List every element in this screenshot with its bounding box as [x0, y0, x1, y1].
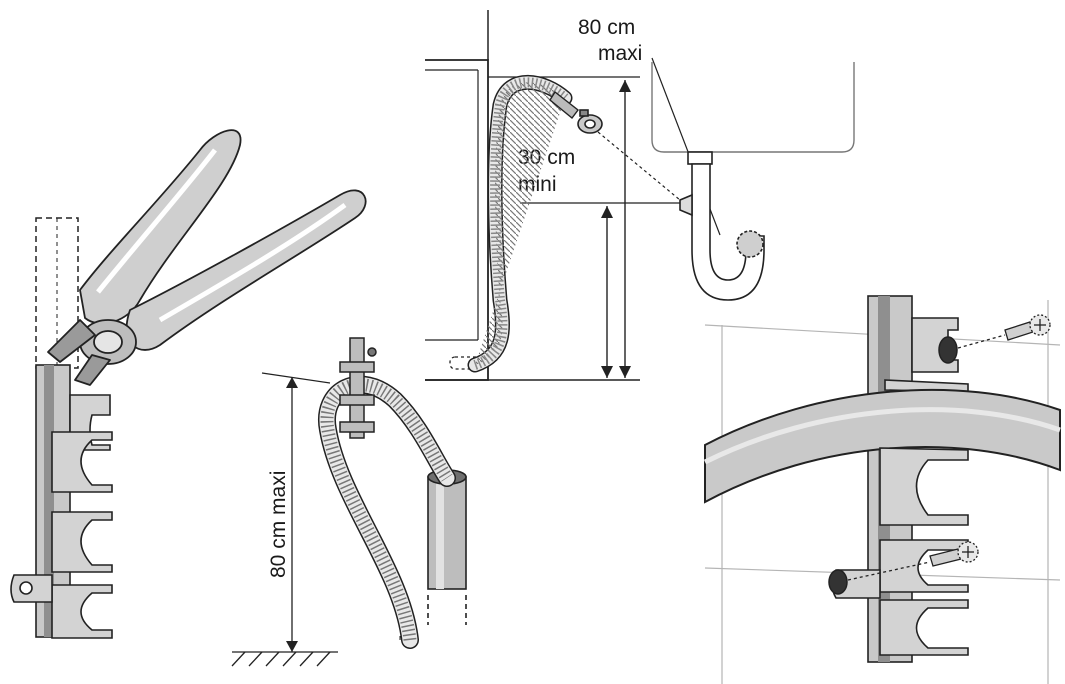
- sink-basin: [651, 62, 855, 153]
- label-maxi-top: maxi: [598, 42, 642, 65]
- pliers-icon: [47, 129, 367, 386]
- wall-curved-hose: [703, 388, 1061, 504]
- drain-pipe-icon: [427, 469, 467, 625]
- panel-standpipe: 80 cm maxi: [231, 337, 467, 667]
- drain-hose-siphon: [467, 74, 579, 373]
- hose-clamp-icon: [577, 109, 603, 134]
- screw-icon-lower: [847, 541, 979, 581]
- label-80cm-maxi-vertical: 80 cm maxi: [267, 471, 290, 578]
- floor-hatching: [231, 651, 338, 667]
- screw-icon: [957, 314, 1051, 349]
- drain-hose-hook: [318, 375, 456, 649]
- label-80cm-top: 80 cm: [578, 16, 635, 39]
- siphon-icon: [679, 151, 765, 301]
- panel-wall-mount: [703, 295, 1061, 684]
- panel-sink-siphon: 80 cm maxi 30 cm mini: [425, 10, 855, 381]
- panel-pliers-cut: [10, 129, 367, 639]
- hose-clip-icon: [339, 337, 377, 439]
- guide-clips: [10, 394, 113, 639]
